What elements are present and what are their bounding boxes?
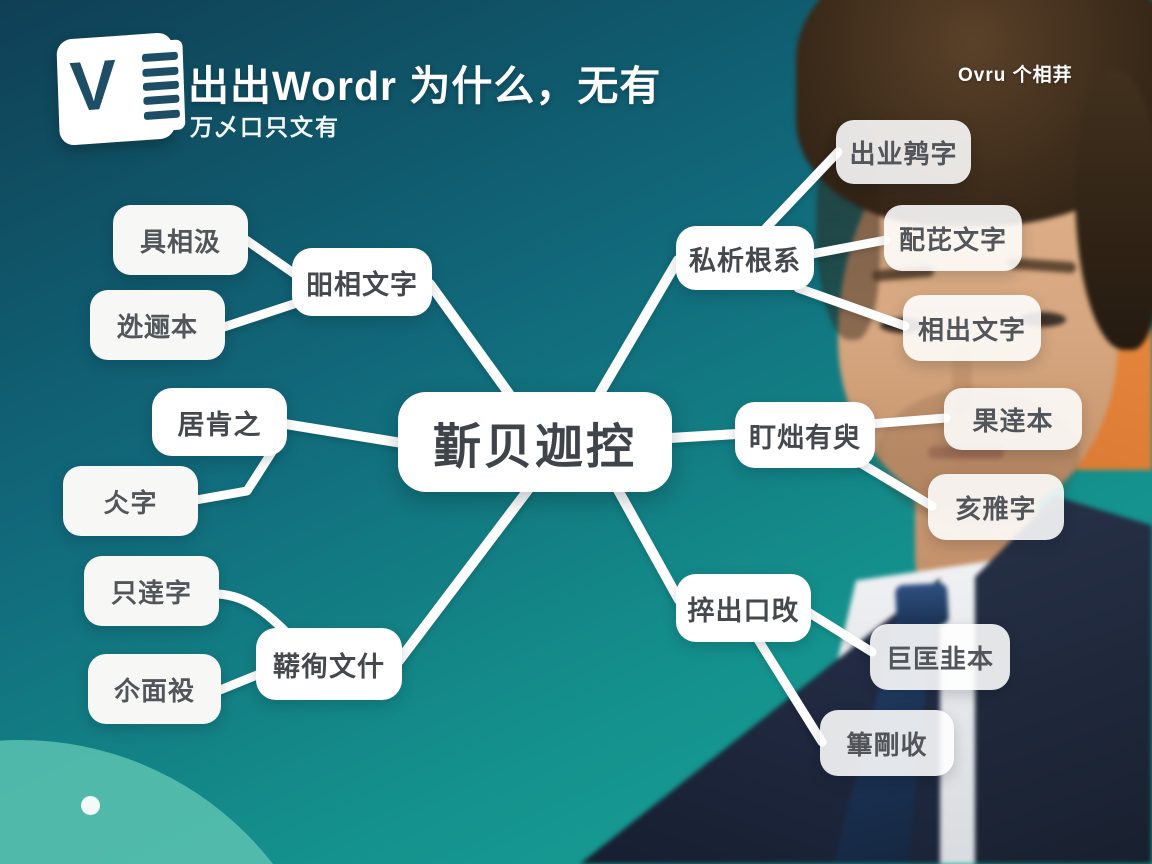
- poster-title: 出出Wordr 为什么，无有: [188, 63, 662, 109]
- branch-node: 捽出口攺: [676, 574, 811, 642]
- branch-node: 盯炪有臾: [735, 402, 875, 468]
- accent-dot: [81, 796, 100, 815]
- leaf-node: 尒面祋: [88, 654, 221, 724]
- leaf-node: 配芘文字: [884, 205, 1022, 271]
- poster-subtitle: 万乄口只文有: [190, 114, 340, 140]
- branch-node: 昍相文字: [292, 248, 432, 316]
- leaf-node: 出业鹑字: [836, 120, 971, 184]
- leaf-node: 果逹本: [944, 388, 1082, 450]
- branch-node: 私析根系: [676, 226, 814, 290]
- branch-node: 居肯之: [152, 388, 287, 456]
- branch-node: 鞯徇文什: [256, 628, 402, 700]
- leaf-node: 仌字: [63, 466, 198, 536]
- leaf-node: 相出文字: [903, 295, 1041, 361]
- leaf-node: 迯逦本: [90, 290, 225, 360]
- leaf-node: 只逹字: [84, 556, 219, 626]
- center-node: 斳贝迦控: [398, 392, 672, 492]
- leaf-node: 篳剛收: [820, 710, 954, 776]
- leaf-node: 具相汲: [113, 205, 248, 275]
- leaf-node: 亥雃字: [928, 474, 1064, 540]
- watermark-text: Ovru 个相荓: [958, 65, 1073, 86]
- leaf-node: 巨匡韭本: [870, 624, 1010, 690]
